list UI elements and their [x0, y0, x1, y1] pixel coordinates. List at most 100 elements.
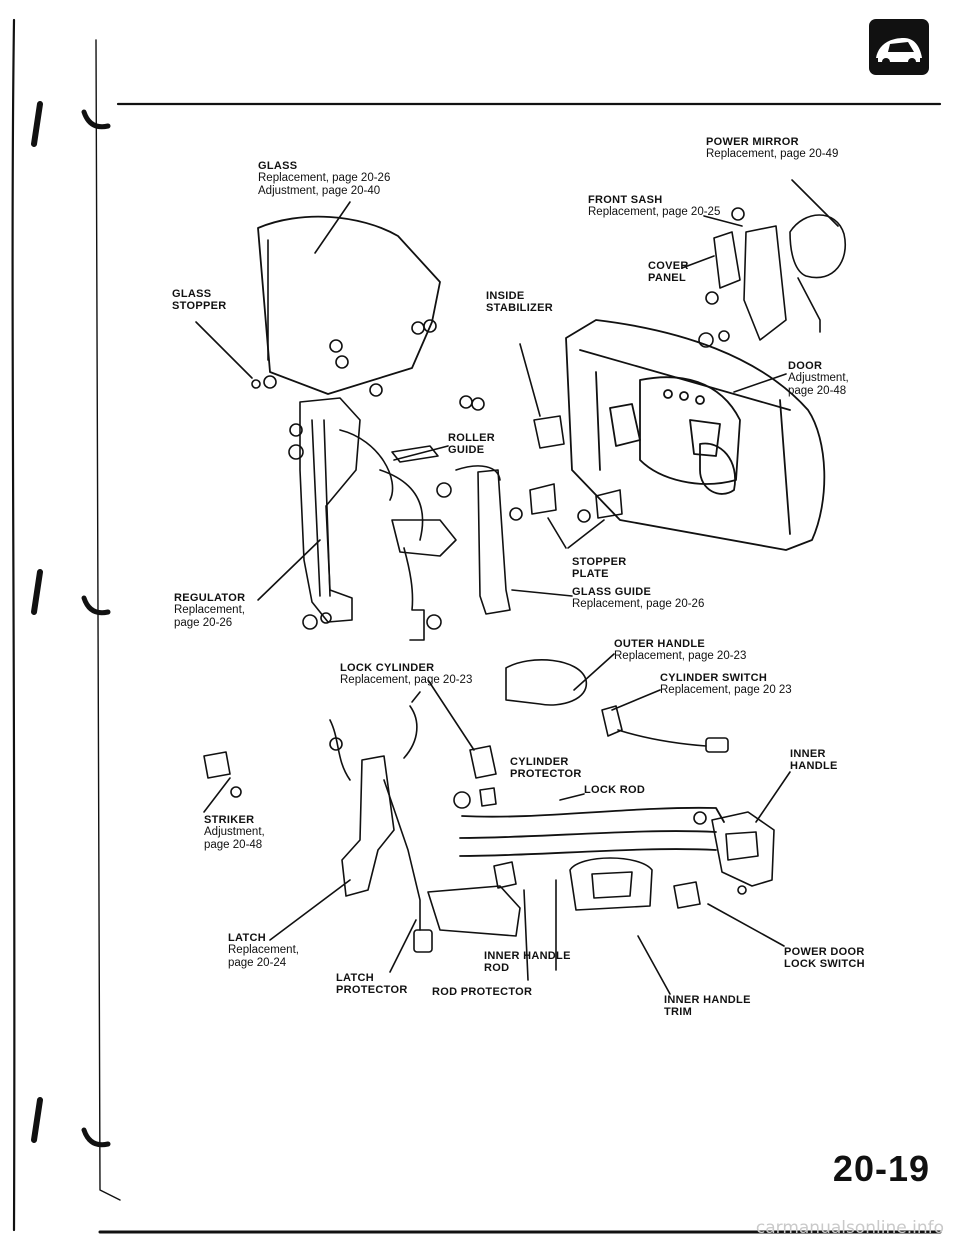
label-striker-line2: page 20-48: [204, 839, 263, 852]
stopper-bolt-1: [509, 507, 523, 521]
label-front-sash: FRONT SASH Replacement, page 20-25: [588, 194, 720, 219]
label-door: DOOR Adjustment, page 20-48: [788, 360, 849, 398]
glass-guide-lower-bolt: [426, 614, 442, 630]
label-inside-stabilizer: INSIDE STABILIZER: [486, 290, 553, 315]
label-power-door-lock-switch-line2: LOCK SWITCH: [784, 958, 865, 971]
inner-handle-part: [711, 811, 775, 887]
label-power-mirror: POWER MIRROR Replacement, page 20-49: [706, 136, 838, 161]
margin-line: [95, 39, 121, 1201]
glass-guide-top: [455, 465, 501, 481]
label-inner-handle-trim-line1: INNER HANDLE: [664, 994, 751, 1006]
switch-screw: [737, 885, 747, 895]
label-latch-line1: Replacement,: [228, 944, 299, 957]
label-glass-title: GLASS: [258, 160, 298, 172]
label-stopper-plate: STOPPER PLATE: [572, 556, 626, 581]
bolt-cluster-glass: [251, 319, 485, 411]
door-latch: [329, 691, 433, 953]
lock-rod-lower: [459, 830, 717, 839]
label-glass-line2: Adjustment, page 20-40: [258, 185, 381, 198]
label-cylinder-protector-line1: CYLINDER: [510, 756, 569, 768]
cylinder-protector-part: [479, 787, 497, 807]
label-roller-guide: ROLLER GUIDE: [448, 432, 495, 457]
sash-bolt-3: [698, 332, 714, 348]
lock-rod-leader: [559, 793, 585, 801]
window-regulator: [288, 397, 457, 641]
stopper-plate-left: [529, 483, 557, 515]
page-number: 20-19: [832, 1148, 930, 1189]
binding-mark-3: [31, 1097, 43, 1143]
label-outer-handle-line1: Replacement, page 20-23: [614, 650, 747, 663]
label-inner-handle: INNER HANDLE: [790, 748, 838, 773]
label-latch-protector-line1: LATCH: [336, 972, 374, 984]
watermark-text: carmanualsonline.info: [755, 1218, 944, 1238]
label-outer-handle-title: OUTER HANDLE: [614, 638, 705, 650]
inner-handle-bolt: [693, 811, 707, 825]
label-cylinder-protector-line2: PROTECTOR: [510, 768, 582, 781]
label-regulator-line2: page 20-26: [174, 617, 233, 630]
label-inner-handle-line2: HANDLE: [790, 760, 838, 773]
label-cylinder-switch-line1: Replacement, page 20 23: [660, 684, 792, 697]
label-power-mirror-title: POWER MIRROR: [706, 136, 799, 148]
label-lock-rod: LOCK ROD: [584, 784, 645, 796]
label-door-line2: page 20-48: [788, 385, 847, 398]
power-door-lock-switch-part: [673, 881, 701, 909]
cylinder-switch-wire: [617, 729, 707, 747]
glass-guide-part: [477, 469, 511, 615]
tick-mark-1: [81, 109, 111, 130]
tick-mark-3: [81, 1127, 111, 1148]
label-cylinder-protector: CYLINDER PROTECTOR: [510, 756, 582, 781]
glass-guide-leader: [511, 589, 573, 597]
label-lock-rod-title: LOCK ROD: [584, 784, 646, 796]
label-door-title: DOOR: [788, 360, 823, 372]
stopper-plate-leader-2: [567, 519, 605, 549]
cylinder-switch-connector: [705, 737, 729, 753]
inside-stabilizer-part: [533, 415, 565, 449]
glass-guide-bolt: [436, 482, 452, 498]
inner-handle-leader: [755, 771, 791, 823]
label-striker-line1: Adjustment,: [204, 826, 265, 839]
label-power-door-lock-switch-line1: POWER DOOR: [784, 946, 865, 958]
label-roller-guide-line1: ROLLER: [448, 432, 496, 444]
label-inner-handle-trim-line2: TRIM: [664, 1006, 693, 1019]
door-leader: [733, 373, 787, 393]
label-glass-line1: Replacement, page 20-26: [258, 172, 391, 185]
inside-stabilizer-leader: [519, 343, 541, 417]
inner-handle-trim-leader: [637, 935, 671, 995]
label-inside-stabilizer-line1: INSIDE: [486, 290, 525, 302]
cylinder-bolt: [453, 791, 471, 809]
cover-panel-part: [713, 231, 741, 289]
lock-cylinder-leader: [427, 679, 475, 751]
outer-handle-part: [505, 659, 587, 706]
label-inner-handle-rod: INNER HANDLE ROD: [484, 950, 571, 975]
stopper-bolt-2: [577, 509, 591, 523]
label-latch-title: LATCH: [228, 932, 266, 944]
inner-handle-trim-part: [569, 857, 653, 911]
inner-handle-lever: [725, 831, 759, 861]
label-front-sash-title: FRONT SASH: [588, 194, 663, 206]
label-front-sash-line1: Replacement, page 20-25: [588, 206, 721, 219]
rod-protector-part: [427, 885, 521, 937]
label-stopper-plate-line1: STOPPER: [572, 556, 627, 568]
outer-handle-leader: [573, 653, 615, 691]
latch-protector-leader: [389, 919, 417, 973]
rod-protector-leader: [523, 889, 529, 981]
label-lock-cylinder-title: LOCK CYLINDER: [340, 662, 435, 674]
front-sash-leader: [703, 215, 743, 227]
cylinder-switch-part: [601, 705, 623, 737]
label-glass: GLASS Replacement, page 20-26 Adjustment…: [258, 160, 390, 198]
lock-cylinder-part: [469, 745, 497, 779]
latch-leader: [269, 879, 351, 941]
tick-mark-2: [81, 595, 111, 616]
label-glass-guide-title: GLASS GUIDE: [572, 586, 652, 598]
sash-bolt-1: [731, 207, 745, 221]
label-latch: LATCH Replacement, page 20-24: [228, 932, 299, 970]
lock-rod-part: [461, 806, 725, 823]
label-latch-protector-line2: PROTECTOR: [336, 984, 408, 997]
striker-leader: [203, 777, 231, 813]
glass-leader: [314, 201, 351, 254]
label-inside-stabilizer-line2: STABILIZER: [486, 302, 553, 315]
label-latch-protector: LATCH PROTECTOR: [336, 972, 408, 997]
label-rod-protector: ROD PROTECTOR: [432, 986, 532, 998]
